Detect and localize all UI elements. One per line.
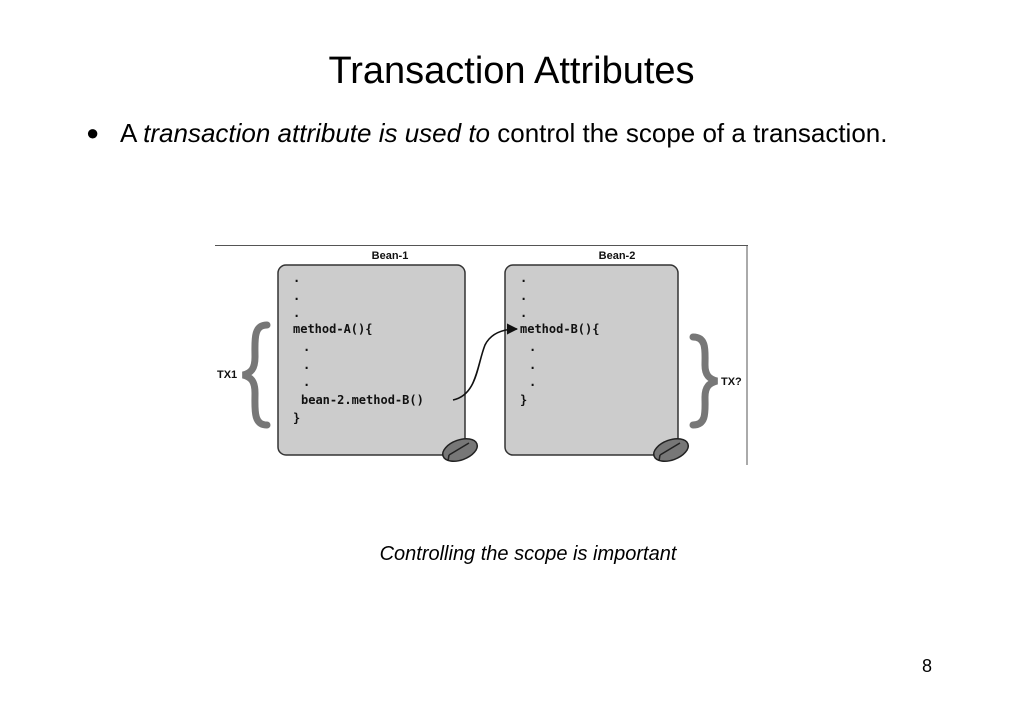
bean1-line: .	[293, 271, 300, 285]
tx2-label: TX?	[721, 376, 742, 388]
bean1-line: .	[303, 375, 310, 389]
tx1-label: TX1	[217, 369, 237, 381]
bean2-line: .	[520, 306, 527, 320]
bean1-box	[277, 264, 466, 456]
bean1-title: Bean-1	[372, 250, 409, 262]
bean2-line: .	[529, 375, 536, 389]
bean1-line: .	[293, 289, 300, 303]
bean2-line: }	[520, 393, 527, 407]
bean1-line: .	[303, 340, 310, 354]
call-arrow	[452, 323, 519, 401]
bullet-prefix: A	[120, 118, 144, 148]
bullet-italic: transaction attribute is used to	[143, 118, 491, 148]
bean2-box	[504, 264, 679, 456]
bean2-line: .	[529, 340, 536, 354]
bean1-line: }	[293, 411, 300, 425]
figure-caption: Controlling the scope is important	[379, 543, 677, 565]
bean1-line: .	[293, 306, 300, 320]
bean1-line: .	[303, 358, 310, 372]
page-number: 8	[922, 656, 933, 676]
bean2-line: .	[529, 358, 536, 372]
bullet-text: A transaction attribute is used to contr…	[120, 114, 920, 152]
tx2-brace-icon	[689, 333, 718, 429]
bean2-line: .	[520, 271, 527, 285]
bullet-dot-icon: ●	[86, 120, 100, 145]
bean1-method-a: method-A(){	[293, 322, 372, 336]
bullet-rest: control the scope of a transaction.	[490, 118, 888, 148]
bean2-line: .	[520, 289, 527, 303]
slide-title: Transaction Attributes	[328, 50, 695, 92]
bean2-method-b: method-B(){	[520, 322, 599, 336]
bean2-plug-icon	[652, 438, 690, 462]
transaction-diagram: Bean-1 . . . method-A(){ . . . bean-2.me…	[215, 245, 748, 465]
bean1-plug-icon	[441, 438, 479, 462]
tx1-brace-icon	[242, 321, 271, 429]
bean1-call: bean-2.method-B()	[301, 393, 424, 407]
bean2-title: Bean-2	[599, 250, 636, 262]
